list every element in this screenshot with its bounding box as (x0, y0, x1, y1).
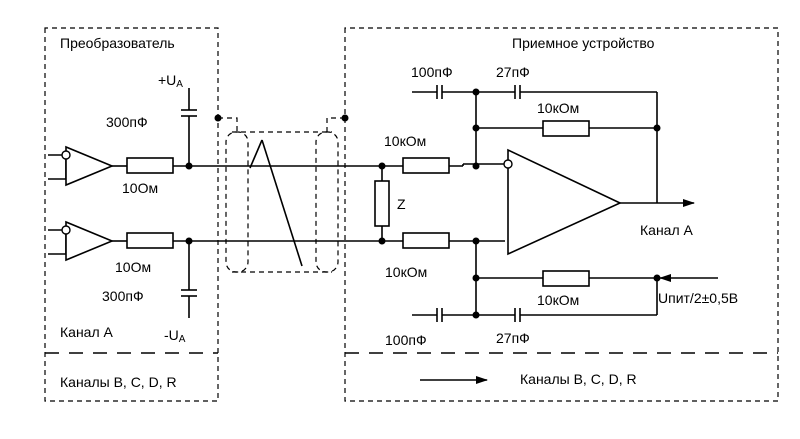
converter-title: Преобразователь (60, 35, 175, 51)
bottom-driver-buffer (48, 220, 115, 262)
supply-voltage-label: Uпит/2±0,5В (658, 290, 738, 306)
converter-block-outline (44, 27, 219, 402)
receiver-block-outline (344, 27, 779, 402)
resistor-10kohm-feedback-top-label: 10кОм (537, 100, 579, 116)
channel-a-left-label: Канал А (60, 324, 114, 340)
resistor-10kohm-input-top (402, 157, 450, 174)
capacitor-27pf-top-label: 27пФ (496, 64, 530, 80)
channel-a-output-label: Канал А (640, 222, 694, 238)
capacitor-100pf-top-label: 100пФ (411, 64, 453, 80)
termination-impedance-z (374, 162, 390, 245)
resistor-10kohm-feedback-bottom-label: 10кОм (537, 292, 579, 308)
capacitor-27pf-bottom-label: 27пФ (496, 330, 530, 346)
resistor-10ohm-bottom-label: 10Ом (115, 259, 151, 275)
channels-left-label: Каналы В, C, D, R (60, 374, 177, 390)
resistor-10ohm-top-label: 10Ом (122, 180, 158, 196)
resistor-10kohm-input-top-label: 10кОм (384, 133, 426, 149)
capacitor-300pf-top (181, 88, 197, 170)
top-feedback-network (412, 85, 661, 203)
capacitor-300pf-top-label: 300пФ (106, 114, 148, 130)
bottom-reference-network (412, 237, 661, 322)
twisted-pair-cable (214, 114, 349, 273)
channels-right-label: Каналы В, C, D, R (520, 371, 637, 387)
capacitor-300pf-bottom-label: 300пФ (102, 288, 144, 304)
receiver-title: Приемное устройство (512, 35, 655, 51)
top-driver-buffer (48, 145, 115, 187)
resistor-10kohm-input-bottom-label: 10кОм (385, 264, 427, 280)
supply-plus-label: +UA (158, 72, 183, 90)
supply-minus-label: -UA (164, 327, 186, 345)
receiver-opamp (503, 148, 622, 256)
capacitor-100pf-bottom-label: 100пФ (385, 332, 427, 348)
resistor-10ohm-bottom (126, 232, 174, 249)
resistor-10kohm-input-bottom (402, 232, 450, 249)
capacitor-300pf-bottom (181, 237, 197, 318)
termination-z-label: Z (397, 196, 406, 212)
resistor-10ohm-top (126, 157, 174, 174)
